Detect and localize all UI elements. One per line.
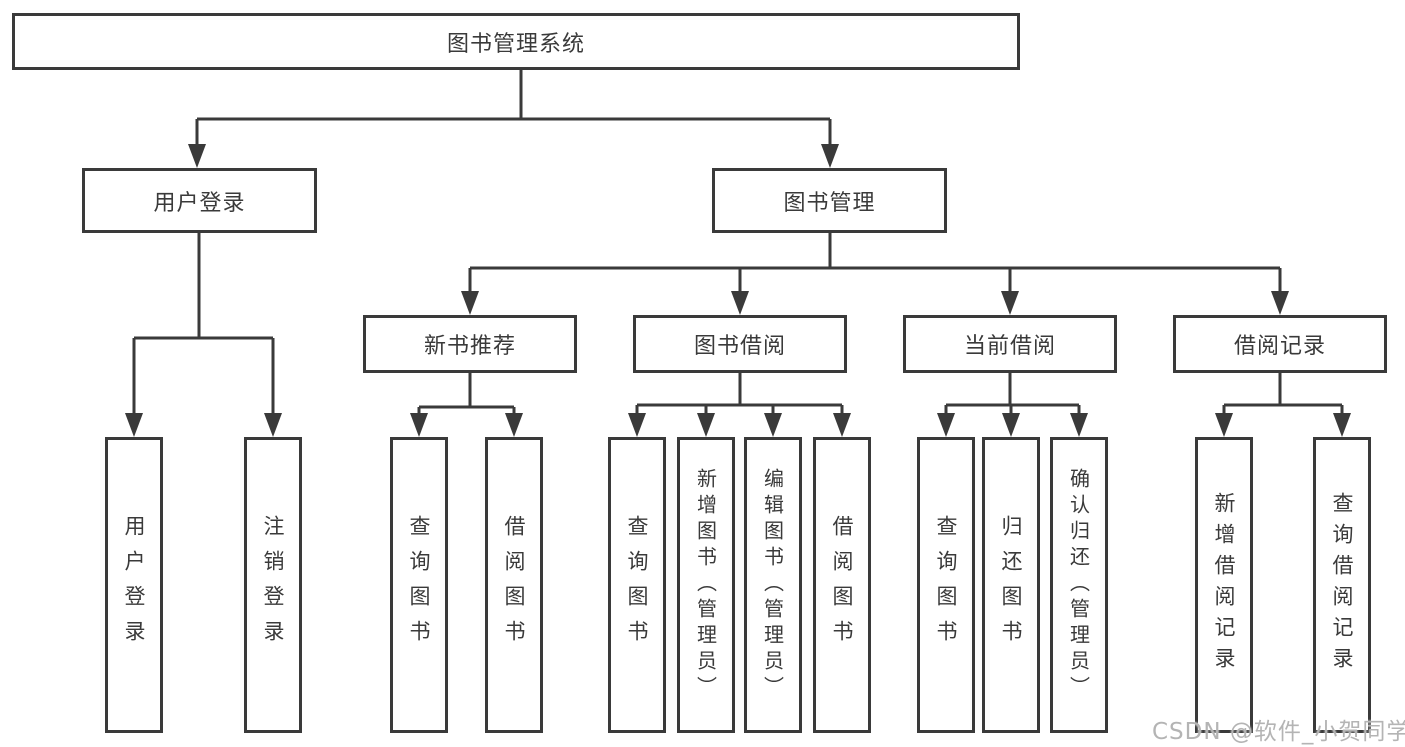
node-label: 借阅图书 bbox=[502, 515, 526, 655]
leaf-add-borrow-record: 新增借阅记录 bbox=[1195, 437, 1253, 733]
node-label: 图书借阅 bbox=[693, 334, 786, 359]
node-label: 图书管理系统 bbox=[446, 31, 585, 57]
node-label: 确认归还（管理员） bbox=[1066, 468, 1091, 702]
node-label: 用户登录 bbox=[153, 190, 246, 216]
node-label: 图书管理 bbox=[783, 190, 876, 216]
node-new-book-recommend: 新书推荐 bbox=[363, 315, 577, 373]
leaf-query-books-1: 查询图书 bbox=[390, 437, 448, 733]
leaf-borrow-books-2: 借阅图书 bbox=[813, 437, 871, 733]
node-label: 编辑图书（管理员） bbox=[760, 468, 785, 702]
node-label: 归还图书 bbox=[999, 515, 1023, 655]
leaf-query-books-3: 查询图书 bbox=[917, 437, 975, 733]
node-label: 查询图书 bbox=[625, 515, 649, 655]
node-label: 新书推荐 bbox=[423, 334, 516, 359]
node-label: 新增图书（管理员） bbox=[693, 468, 718, 702]
csdn-watermark: CSDN @软件_小贺同学 bbox=[1152, 719, 1405, 745]
leaf-add-book-admin: 新增图书（管理员） bbox=[677, 437, 735, 733]
node-label: 借阅记录 bbox=[1233, 334, 1326, 359]
node-current-borrowing: 当前借阅 bbox=[903, 315, 1117, 373]
node-library-management-system: 图书管理系统 bbox=[12, 13, 1020, 70]
node-borrowing-records: 借阅记录 bbox=[1173, 315, 1387, 373]
leaf-borrow-books-1: 借阅图书 bbox=[485, 437, 543, 733]
node-book-management: 图书管理 bbox=[712, 168, 947, 233]
node-label: 用户登录 bbox=[122, 515, 146, 655]
node-label: 注销登录 bbox=[261, 515, 285, 655]
leaf-edit-book-admin: 编辑图书（管理员） bbox=[744, 437, 802, 733]
leaf-confirm-return-admin: 确认归还（管理员） bbox=[1050, 437, 1108, 733]
leaf-user-login: 用户登录 bbox=[105, 437, 163, 733]
node-label: 借阅图书 bbox=[830, 515, 854, 655]
node-label: 当前借阅 bbox=[963, 334, 1056, 359]
node-label: 查询借阅记录 bbox=[1330, 492, 1354, 678]
arrowhead-icons bbox=[125, 144, 1351, 437]
node-label: 新增借阅记录 bbox=[1212, 492, 1236, 678]
leaf-query-books-2: 查询图书 bbox=[608, 437, 666, 733]
node-label: 查询图书 bbox=[934, 515, 958, 655]
node-user-login: 用户登录 bbox=[82, 168, 317, 233]
leaf-return-books: 归还图书 bbox=[982, 437, 1040, 733]
leaf-logout: 注销登录 bbox=[244, 437, 302, 733]
leaf-query-borrow-record: 查询借阅记录 bbox=[1313, 437, 1371, 733]
node-book-borrowing: 图书借阅 bbox=[633, 315, 847, 373]
node-label: 查询图书 bbox=[407, 515, 431, 655]
